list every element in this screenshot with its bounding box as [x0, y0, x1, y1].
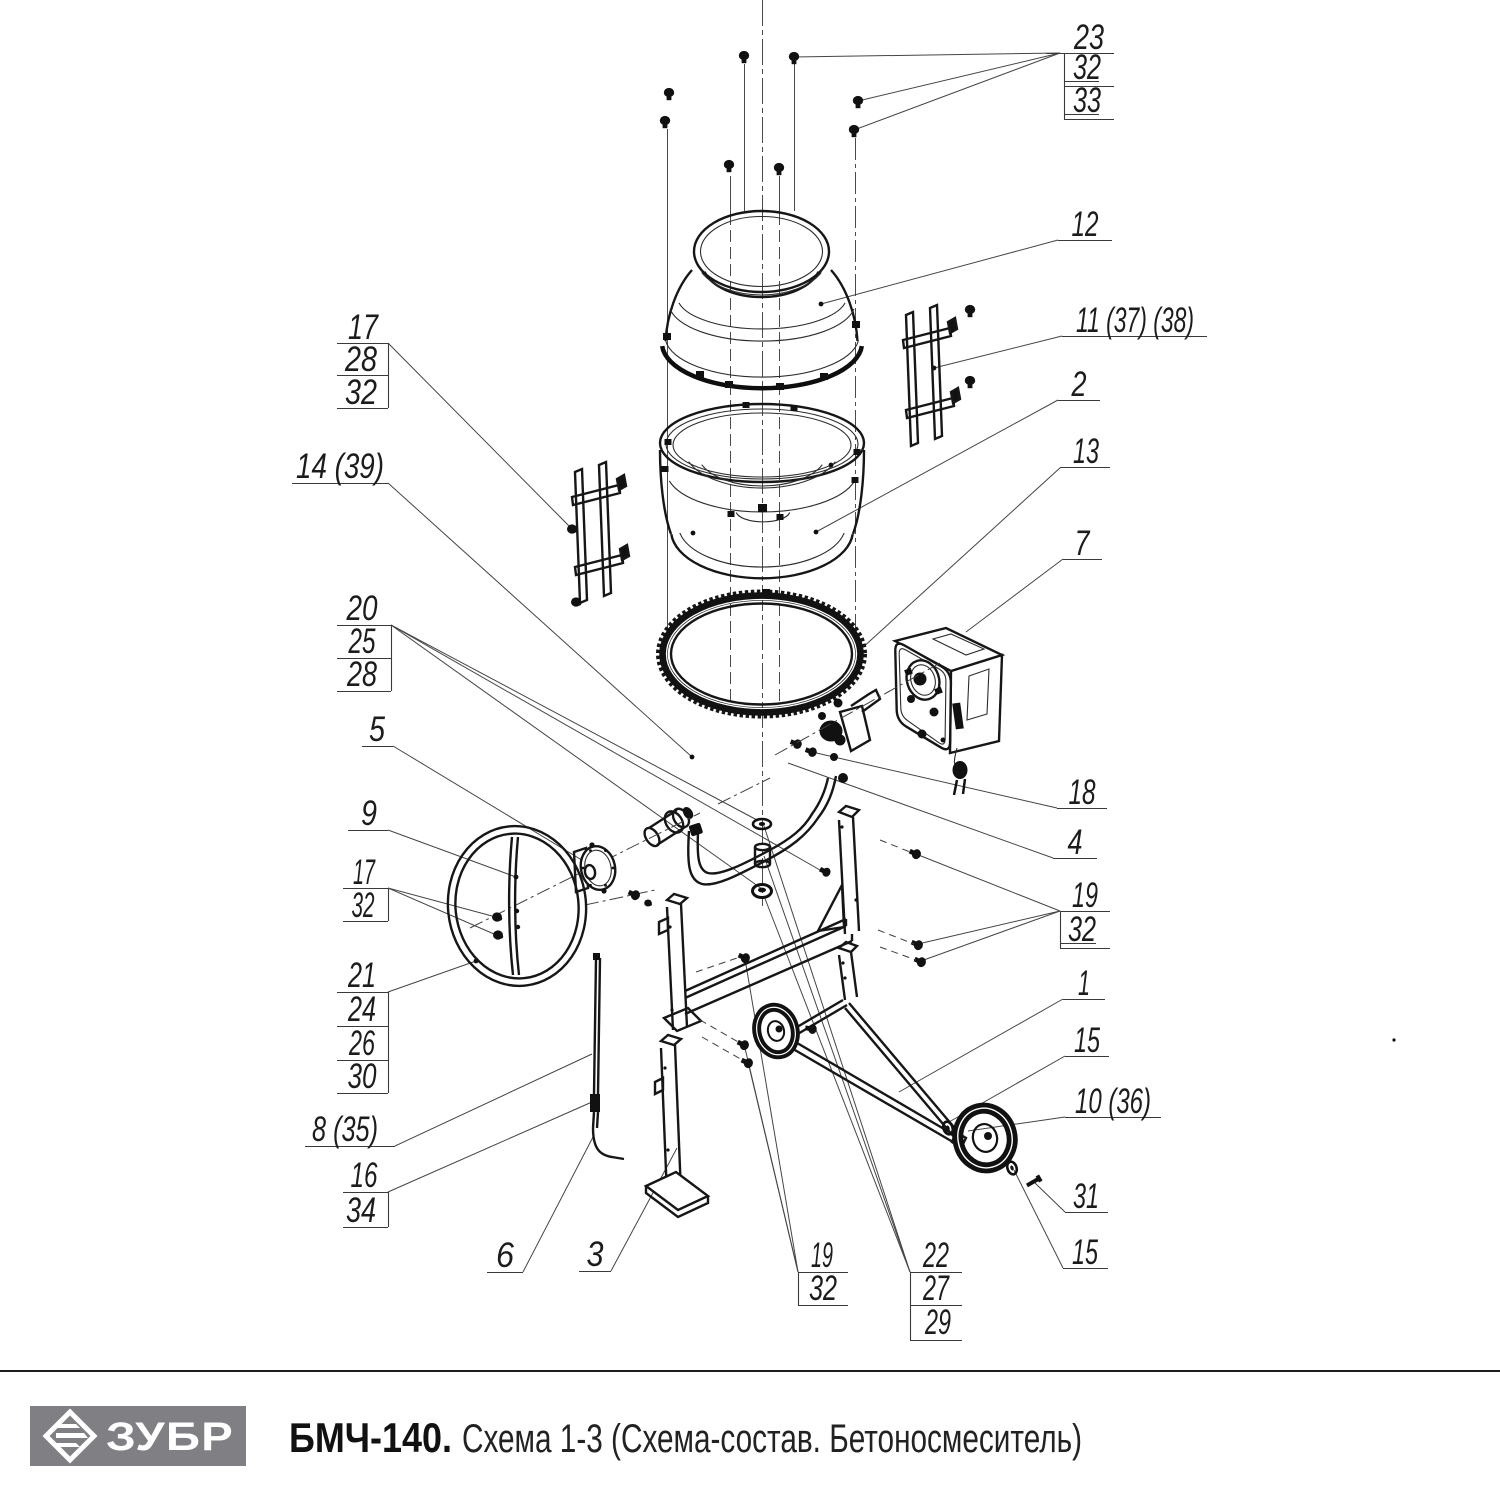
svg-text:15: 15	[1074, 1021, 1100, 1060]
svg-text:6: 6	[496, 1236, 514, 1275]
svg-text:23: 23	[1073, 18, 1104, 57]
svg-text:30: 30	[348, 1057, 377, 1096]
svg-text:19: 19	[811, 1236, 833, 1275]
svg-text:19: 19	[1072, 876, 1098, 915]
svg-text:25: 25	[348, 622, 376, 661]
svg-text:17: 17	[348, 308, 379, 347]
svg-text:28: 28	[346, 655, 377, 694]
svg-text:32: 32	[1073, 48, 1101, 87]
svg-text:28: 28	[344, 340, 377, 379]
svg-text:БМЧ-140.: БМЧ-140.	[289, 1414, 452, 1461]
svg-text:10 (36): 10 (36)	[1075, 1082, 1151, 1121]
svg-text:ЗУБР: ЗУБР	[106, 1415, 234, 1459]
svg-text:34: 34	[346, 1191, 376, 1230]
svg-text:29: 29	[924, 1303, 951, 1342]
svg-text:11 (37) (38): 11 (37) (38)	[1076, 301, 1194, 340]
svg-text:32: 32	[345, 373, 377, 412]
svg-text:22: 22	[922, 1236, 949, 1275]
svg-text:5: 5	[369, 710, 385, 749]
svg-text:14 (39): 14 (39)	[296, 447, 384, 486]
svg-text:9: 9	[361, 794, 377, 833]
svg-text:32: 32	[352, 886, 375, 925]
svg-text:12: 12	[1072, 205, 1099, 244]
svg-text:31: 31	[1073, 1177, 1099, 1216]
svg-text:17: 17	[353, 853, 376, 892]
svg-text:7: 7	[1075, 524, 1091, 563]
svg-text:20: 20	[346, 589, 378, 628]
svg-text:13: 13	[1073, 432, 1099, 471]
svg-text:26: 26	[348, 1024, 375, 1063]
svg-text:27: 27	[922, 1269, 950, 1308]
svg-text:24: 24	[347, 990, 376, 1029]
svg-text:2: 2	[1071, 365, 1087, 404]
svg-text:21: 21	[347, 956, 376, 995]
svg-text:33: 33	[1073, 81, 1101, 120]
svg-text:18: 18	[1069, 773, 1096, 812]
svg-text:15: 15	[1072, 1233, 1098, 1272]
svg-text:Схема 1-3 (Схема-состав. Бетон: Схема 1-3 (Схема-состав. Бетоносмеситель…	[462, 1417, 1082, 1461]
svg-text:16: 16	[351, 1156, 378, 1195]
svg-text:1: 1	[1078, 964, 1090, 1003]
svg-text:8 (35): 8 (35)	[312, 1110, 378, 1149]
svg-text:32: 32	[809, 1269, 837, 1308]
svg-text:4: 4	[1068, 823, 1083, 862]
svg-text:32: 32	[1068, 910, 1096, 949]
svg-text:3: 3	[587, 1235, 604, 1274]
